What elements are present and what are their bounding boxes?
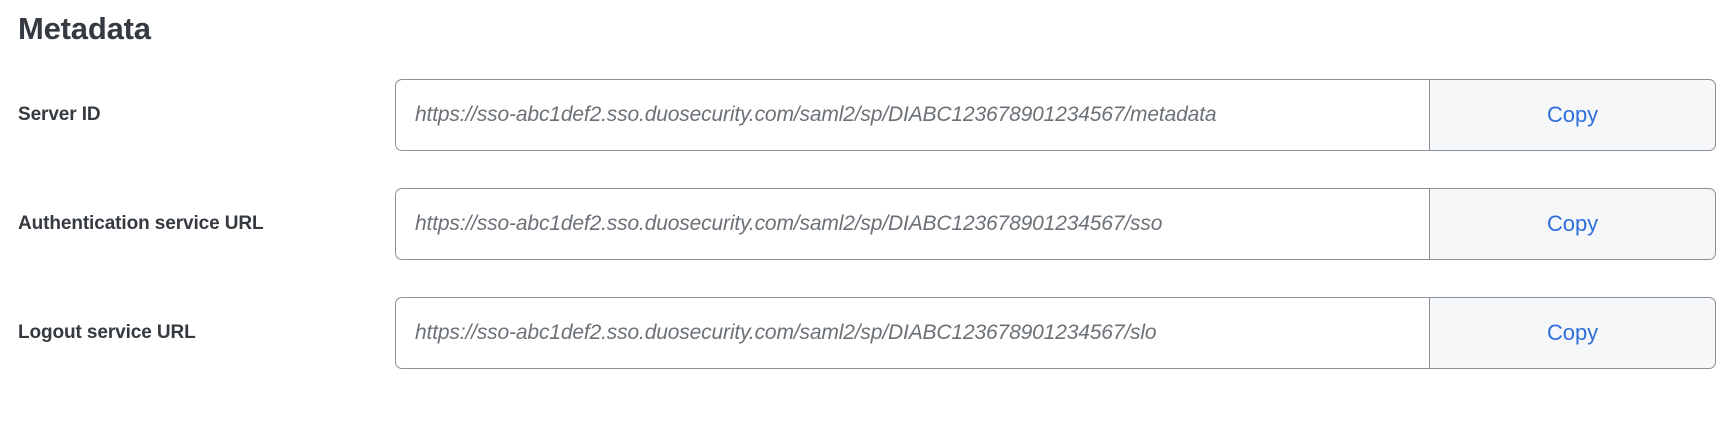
authentication-service-url-input[interactable]: https://sso-abc1def2.sso.duosecurity.com… (395, 188, 1429, 260)
server-id-input[interactable]: https://sso-abc1def2.sso.duosecurity.com… (395, 79, 1429, 151)
copy-button-authentication-service-url[interactable]: Copy (1429, 188, 1716, 260)
copy-button-server-id[interactable]: Copy (1429, 79, 1716, 151)
field-row-authentication-service-url: Authentication service URL https://sso-a… (0, 188, 1732, 260)
field-row-logout-service-url: Logout service URL https://sso-abc1def2.… (0, 297, 1732, 369)
input-group-server-id: https://sso-abc1def2.sso.duosecurity.com… (395, 79, 1716, 151)
input-group-authentication-service-url: https://sso-abc1def2.sso.duosecurity.com… (395, 188, 1716, 260)
page-title: Metadata (18, 11, 151, 46)
field-label-logout-service-url: Logout service URL (18, 322, 196, 343)
field-label-authentication-service-url: Authentication service URL (18, 213, 264, 234)
field-label-server-id: Server ID (18, 104, 101, 125)
logout-service-url-input[interactable]: https://sso-abc1def2.sso.duosecurity.com… (395, 297, 1429, 369)
input-group-logout-service-url: https://sso-abc1def2.sso.duosecurity.com… (395, 297, 1716, 369)
field-row-server-id: Server ID https://sso-abc1def2.sso.duose… (0, 79, 1732, 151)
copy-button-logout-service-url[interactable]: Copy (1429, 297, 1716, 369)
